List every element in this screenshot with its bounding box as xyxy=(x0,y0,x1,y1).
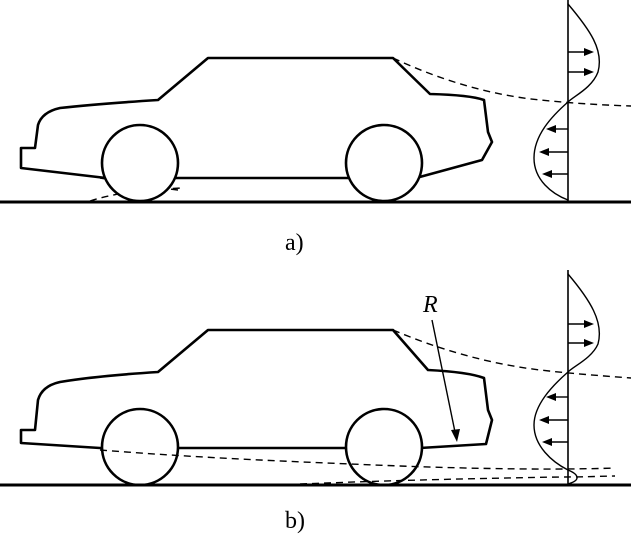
velocity-arrows-right-b xyxy=(568,320,594,347)
panel-a-label: a) xyxy=(285,230,304,256)
car-body-b xyxy=(19,328,494,450)
front-wheel-b xyxy=(100,407,180,487)
arrow-head xyxy=(584,68,594,76)
arrow-head xyxy=(546,393,556,401)
rear-wheel-a xyxy=(344,123,424,203)
velocity-arrows-right-a xyxy=(568,48,594,76)
arrow-head xyxy=(539,148,549,156)
velocity-profile-b xyxy=(533,273,600,485)
arrow-head xyxy=(539,416,549,424)
underbody-streamline-a xyxy=(89,187,185,202)
arrow-head xyxy=(584,48,594,56)
underbody-streamline-b-upper xyxy=(99,449,616,470)
panel-a: a) xyxy=(0,0,631,256)
arrow-head xyxy=(542,438,552,446)
roof-streamline-a xyxy=(392,57,631,107)
underbody-streamline-b-lower xyxy=(299,475,616,485)
arrow-head xyxy=(584,339,594,347)
radius-pointer-arrow-head xyxy=(451,429,460,442)
car-body-a xyxy=(19,56,494,180)
arrow-head xyxy=(546,125,556,133)
panel-b-label: b) xyxy=(285,508,305,534)
arrow-head xyxy=(584,320,594,328)
radius-pointer-line xyxy=(431,319,456,433)
velocity-arrows-left-a xyxy=(539,125,568,178)
front-wheel-a xyxy=(100,123,180,203)
rear-wheel-b xyxy=(344,407,424,487)
arrow-head xyxy=(542,170,552,178)
velocity-arrows-left-b xyxy=(539,393,568,446)
roof-streamline-b xyxy=(392,329,631,379)
radius-label: R xyxy=(422,292,438,318)
panel-b: R b) xyxy=(0,270,631,534)
velocity-profile-a xyxy=(533,3,600,201)
